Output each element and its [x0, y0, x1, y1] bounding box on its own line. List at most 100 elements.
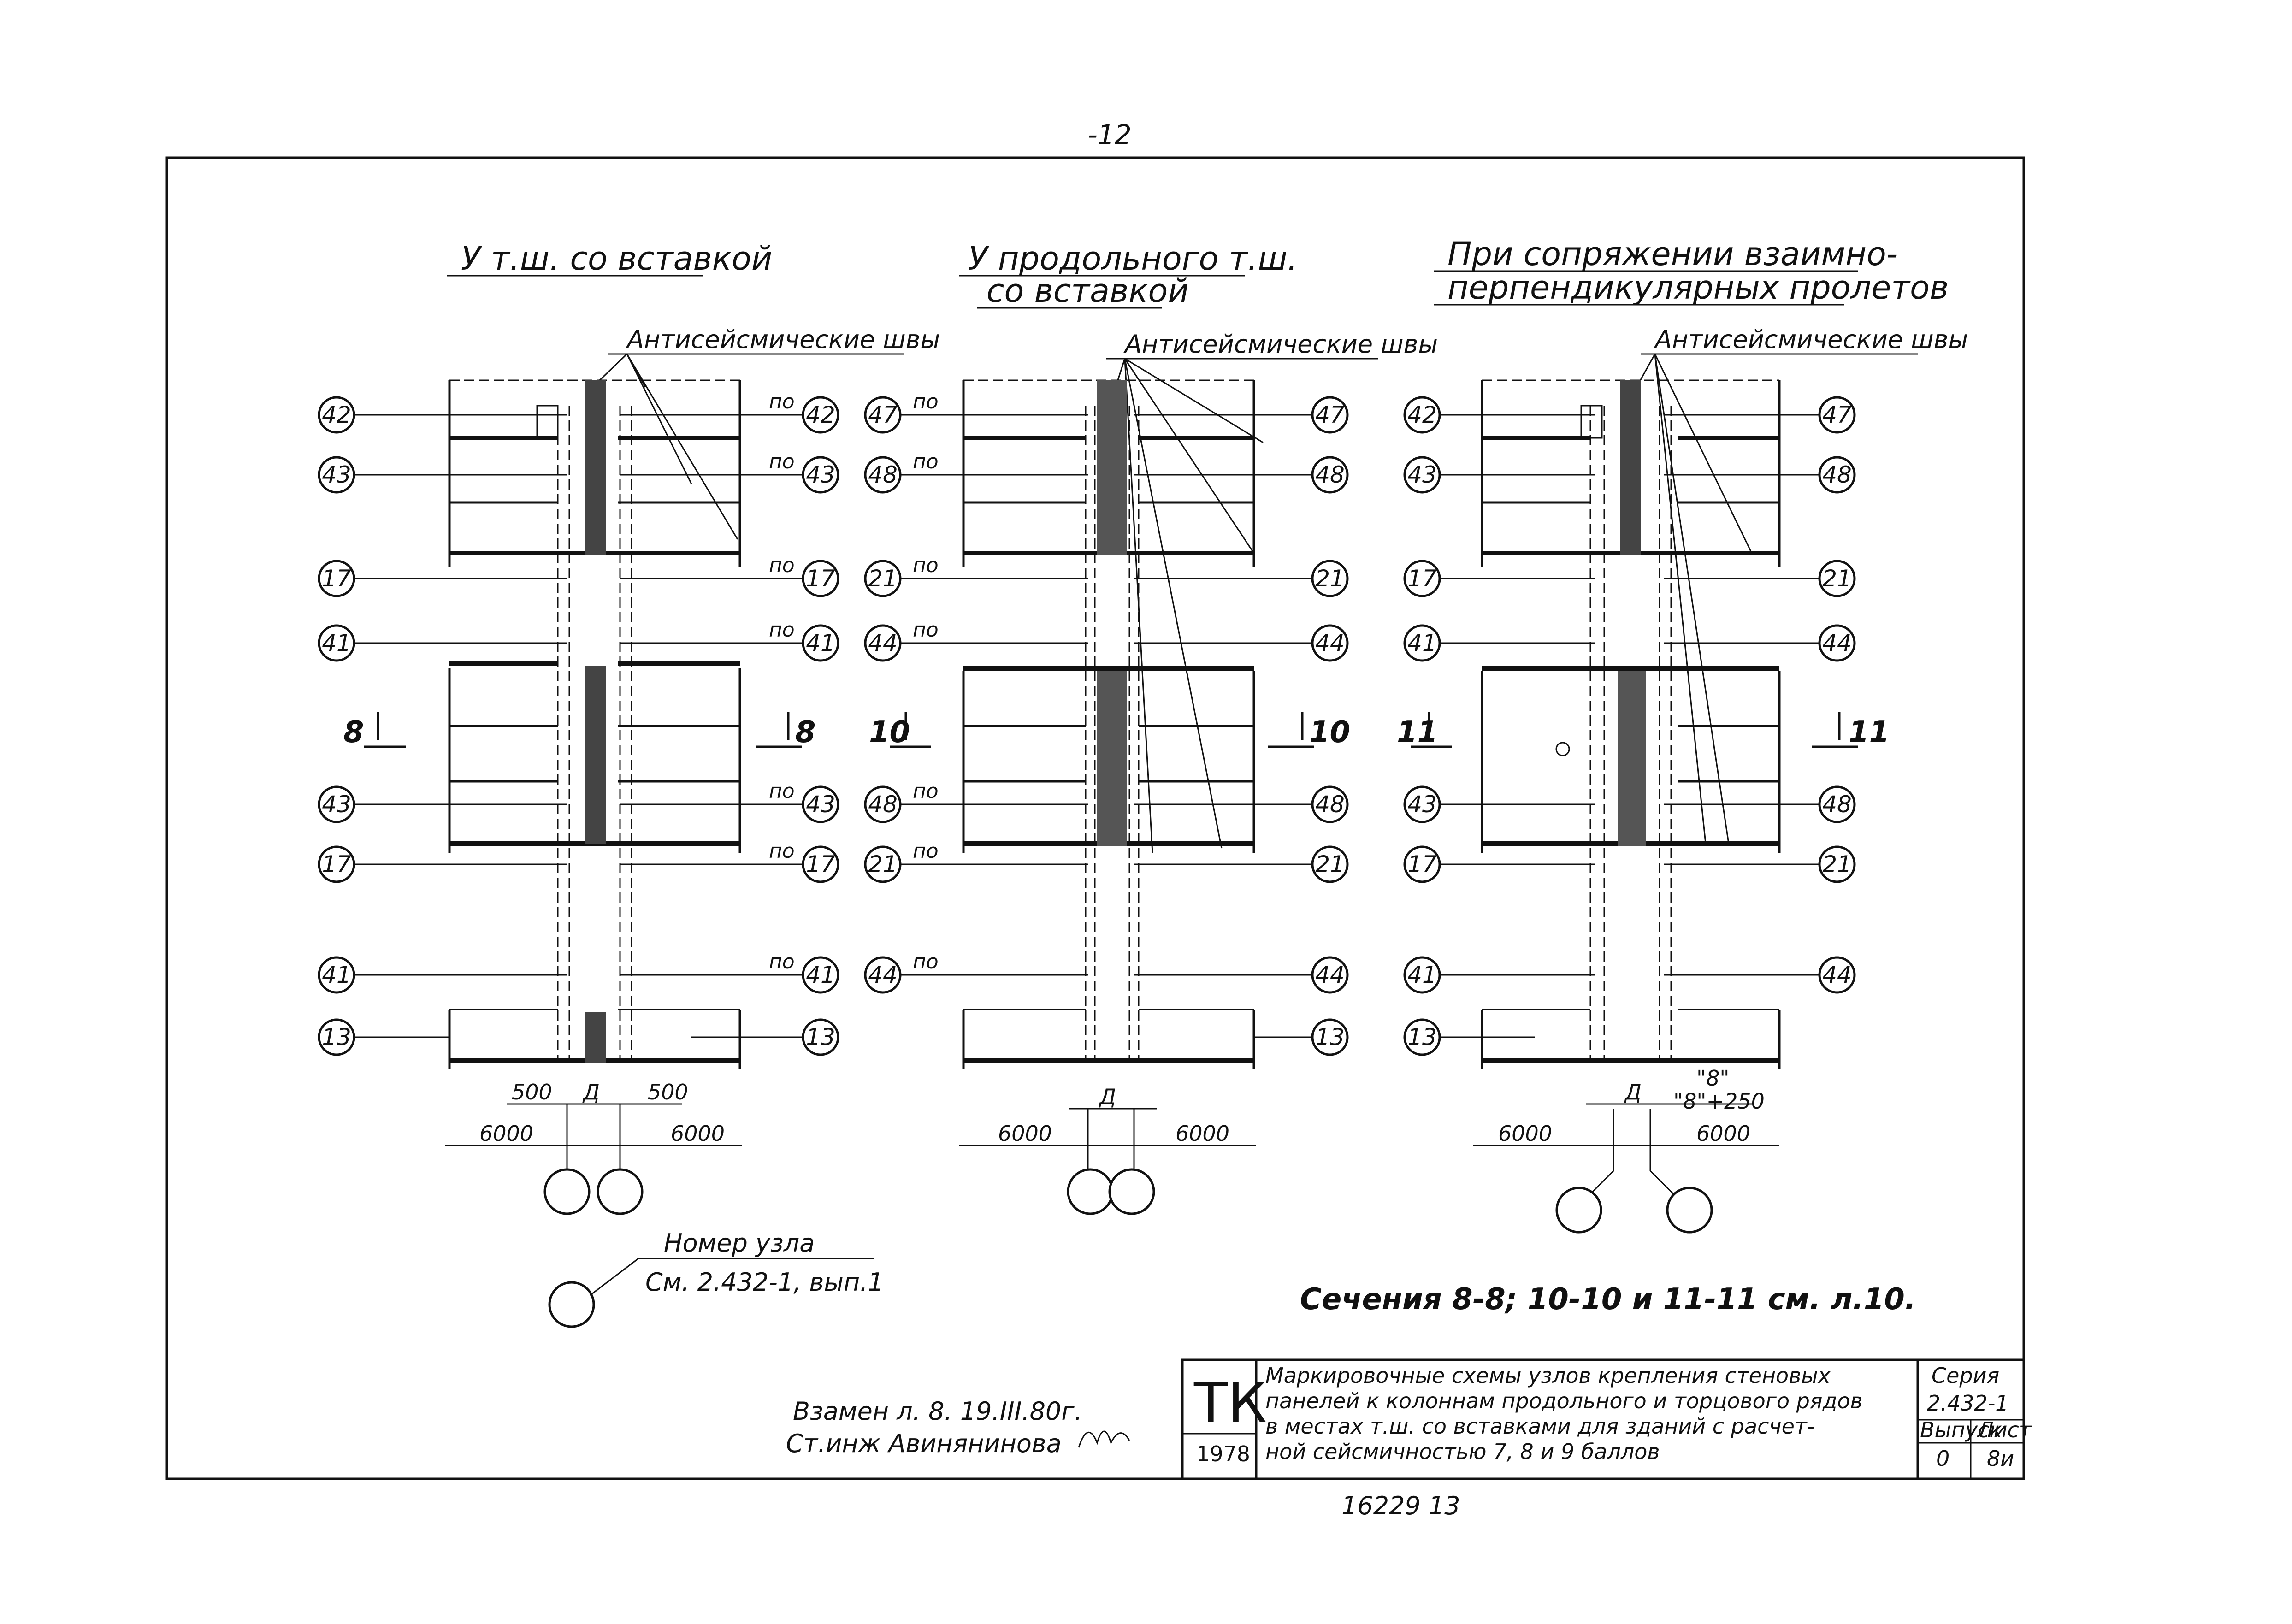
- sections-note: Сечения 8-8; 10-10 и 11-11 см. л.10.: [1300, 1282, 1916, 1317]
- section-mark-2-left: 10: [869, 715, 910, 750]
- section-mark-1-right: 8: [795, 715, 816, 750]
- seam-fill-2a: [1097, 380, 1127, 555]
- tb-sheet-value: 8и: [1987, 1446, 2014, 1471]
- seams-label-text-2: Антисейсмические швы: [1123, 330, 1438, 359]
- dim-2-d: Д: [1099, 1084, 1116, 1109]
- section-mark-2-right: 10: [1309, 715, 1350, 750]
- node-bubble-2a: [1067, 1168, 1114, 1215]
- tb-sheet-label: Лист: [1977, 1417, 2032, 1442]
- dim-3-8: "8": [1696, 1066, 1730, 1091]
- seams-label-text-1: Антисейсмические швы: [626, 325, 940, 354]
- node-3-right-4-label: 48: [1822, 791, 1852, 818]
- tb-series-label: Серия: [1932, 1363, 1999, 1388]
- seam-fill-2b: [1097, 671, 1127, 846]
- column-title-3: При сопряжении взаимно- перпендикулярных…: [1434, 235, 1949, 307]
- po-1-4: по: [769, 780, 795, 803]
- node-bubble-1a: [543, 1168, 591, 1215]
- node-2-right-2-label: 21: [1315, 565, 1345, 592]
- node-1-right-4-label: 43: [806, 791, 835, 818]
- title-block: ТК 1978 Маркировочные схемы узлов крепле…: [1181, 1358, 2032, 1480]
- node-1-right-6-label: 41: [806, 962, 835, 988]
- node-1-right-2-label: 17: [806, 565, 835, 592]
- column-title-1: У т.ш. со вставкой: [447, 240, 772, 278]
- node-1-left-4-label: 43: [322, 791, 351, 818]
- seams-label-text-3: Антисейсмические швы: [1654, 325, 1968, 354]
- signature: [1078, 1430, 1130, 1448]
- po-2-4: по: [913, 780, 939, 803]
- node-3-left-6-label: 41: [1407, 962, 1437, 988]
- po-1-3: по: [769, 618, 795, 642]
- po-2-6: по: [913, 950, 939, 974]
- node-1-left-5-label: 17: [322, 851, 351, 878]
- elevation-3: Д "8" "8"+250 6000 6000 11 11: [1397, 379, 1890, 1234]
- title-3-line-2: перпендикулярных пролетов: [1447, 269, 1949, 307]
- tb-series-value: 2.432-1: [1927, 1391, 2009, 1416]
- seam-fill-1a: [585, 380, 606, 555]
- node-3-right-2-label: 21: [1822, 565, 1852, 592]
- seam-fill-1b: [585, 666, 606, 844]
- insert-1: [536, 405, 559, 439]
- node-2-right-0-label: 47: [1315, 402, 1345, 428]
- title-2-line-1: У продольного т.ш.: [968, 240, 1298, 278]
- dim-3-6000-left: 6000: [1498, 1121, 1552, 1146]
- node-3-left-5-label: 17: [1407, 851, 1437, 878]
- node-2-right-3-label: 44: [1315, 630, 1345, 656]
- node-3-left-0-label: 42: [1407, 402, 1437, 428]
- node-1-left-6-label: 41: [322, 962, 351, 988]
- node-3-left-3-label: 41: [1407, 630, 1437, 656]
- node-2-left-0-label: 47: [868, 402, 898, 428]
- node-3-right-0-label: 47: [1822, 402, 1852, 428]
- node-bubble-1b: [597, 1168, 644, 1215]
- section-mark-3-left: 11: [1397, 715, 1438, 750]
- node-2-left-4-label: 48: [868, 791, 898, 818]
- node-2-left-2-label: 21: [868, 565, 898, 592]
- node-3-right-3-label: 44: [1822, 630, 1852, 656]
- seams-label-3: Антисейсмические швы: [1636, 325, 1968, 844]
- legend-ref: См. 2.432-1, вып.1: [645, 1268, 884, 1297]
- po-2-5: по: [913, 839, 939, 863]
- tb-desc-4: ной сейсмичностью 7, 8 и 9 баллов: [1265, 1439, 1660, 1464]
- dim-3-d: Д: [1624, 1080, 1642, 1104]
- node-3-left-4-label: 43: [1407, 791, 1437, 818]
- node-1-left-7-label: 13: [322, 1024, 351, 1051]
- title-3-line-1: При сопряжении взаимно-: [1447, 235, 1898, 273]
- seams-label-2: Антисейсмические швы: [1106, 330, 1438, 853]
- node-2-right-1-label: 48: [1315, 461, 1345, 488]
- seam-fill-3b: [1618, 671, 1646, 846]
- dim-3-8-250: "8"+250: [1673, 1089, 1765, 1114]
- node-3-left-2-label: 17: [1407, 565, 1437, 592]
- node-2-left-1-label: 48: [868, 461, 898, 488]
- node-2-right-4-label: 48: [1315, 791, 1345, 818]
- elevation-2: Д 6000 6000 10 10: [869, 379, 1350, 1215]
- legend: Номер узла См. 2.432-1, вып.1: [548, 1228, 884, 1328]
- node-1-right-1-label: 43: [806, 461, 835, 488]
- dim-2-6000-right: 6000: [1176, 1121, 1229, 1146]
- dim-1-6000-left: 6000: [479, 1121, 533, 1146]
- drawing-frame: [165, 156, 2025, 1480]
- node-2-right-7-label: 13: [1315, 1024, 1345, 1051]
- legend-title: Номер узла: [664, 1228, 815, 1258]
- seam-fill-1c: [585, 1012, 606, 1063]
- node-3-right-6-label: 44: [1822, 962, 1852, 988]
- node-1-right-bottom-label: 13: [806, 1024, 835, 1051]
- dim-1-500-left: 500: [512, 1080, 552, 1104]
- dim-1-d: Д: [582, 1080, 600, 1104]
- po-1-1: по: [769, 450, 795, 473]
- replacement-note-line-1: Взамен л. 8. 19.III.80г.: [793, 1397, 1082, 1426]
- title-1-line-1: У т.ш. со вставкой: [461, 240, 772, 278]
- section-mark-3-right: 11: [1849, 715, 1890, 750]
- tb-desc-1: Маркировочные схемы узлов крепления стен…: [1265, 1363, 1831, 1388]
- replacement-note-line-2: Ст.инж Авинянинова: [786, 1429, 1062, 1458]
- node-bubble-3a: [1555, 1187, 1602, 1234]
- node-3-right-1-label: 48: [1822, 461, 1852, 488]
- node-1-left-3-label: 41: [322, 630, 351, 656]
- seam-fill-3a: [1620, 380, 1641, 555]
- node-2-left-3-label: 44: [868, 630, 898, 656]
- node-bubble-2b: [1108, 1168, 1155, 1215]
- node-3-left-1-label: 43: [1407, 461, 1437, 488]
- legend-bubble: [548, 1281, 595, 1328]
- section-mark-1-left: 8: [343, 715, 364, 750]
- po-2-0: по: [913, 390, 939, 413]
- title-2-line-2: со вставкой: [987, 272, 1189, 310]
- column-title-2: У продольного т.ш. со вставкой: [959, 240, 1298, 310]
